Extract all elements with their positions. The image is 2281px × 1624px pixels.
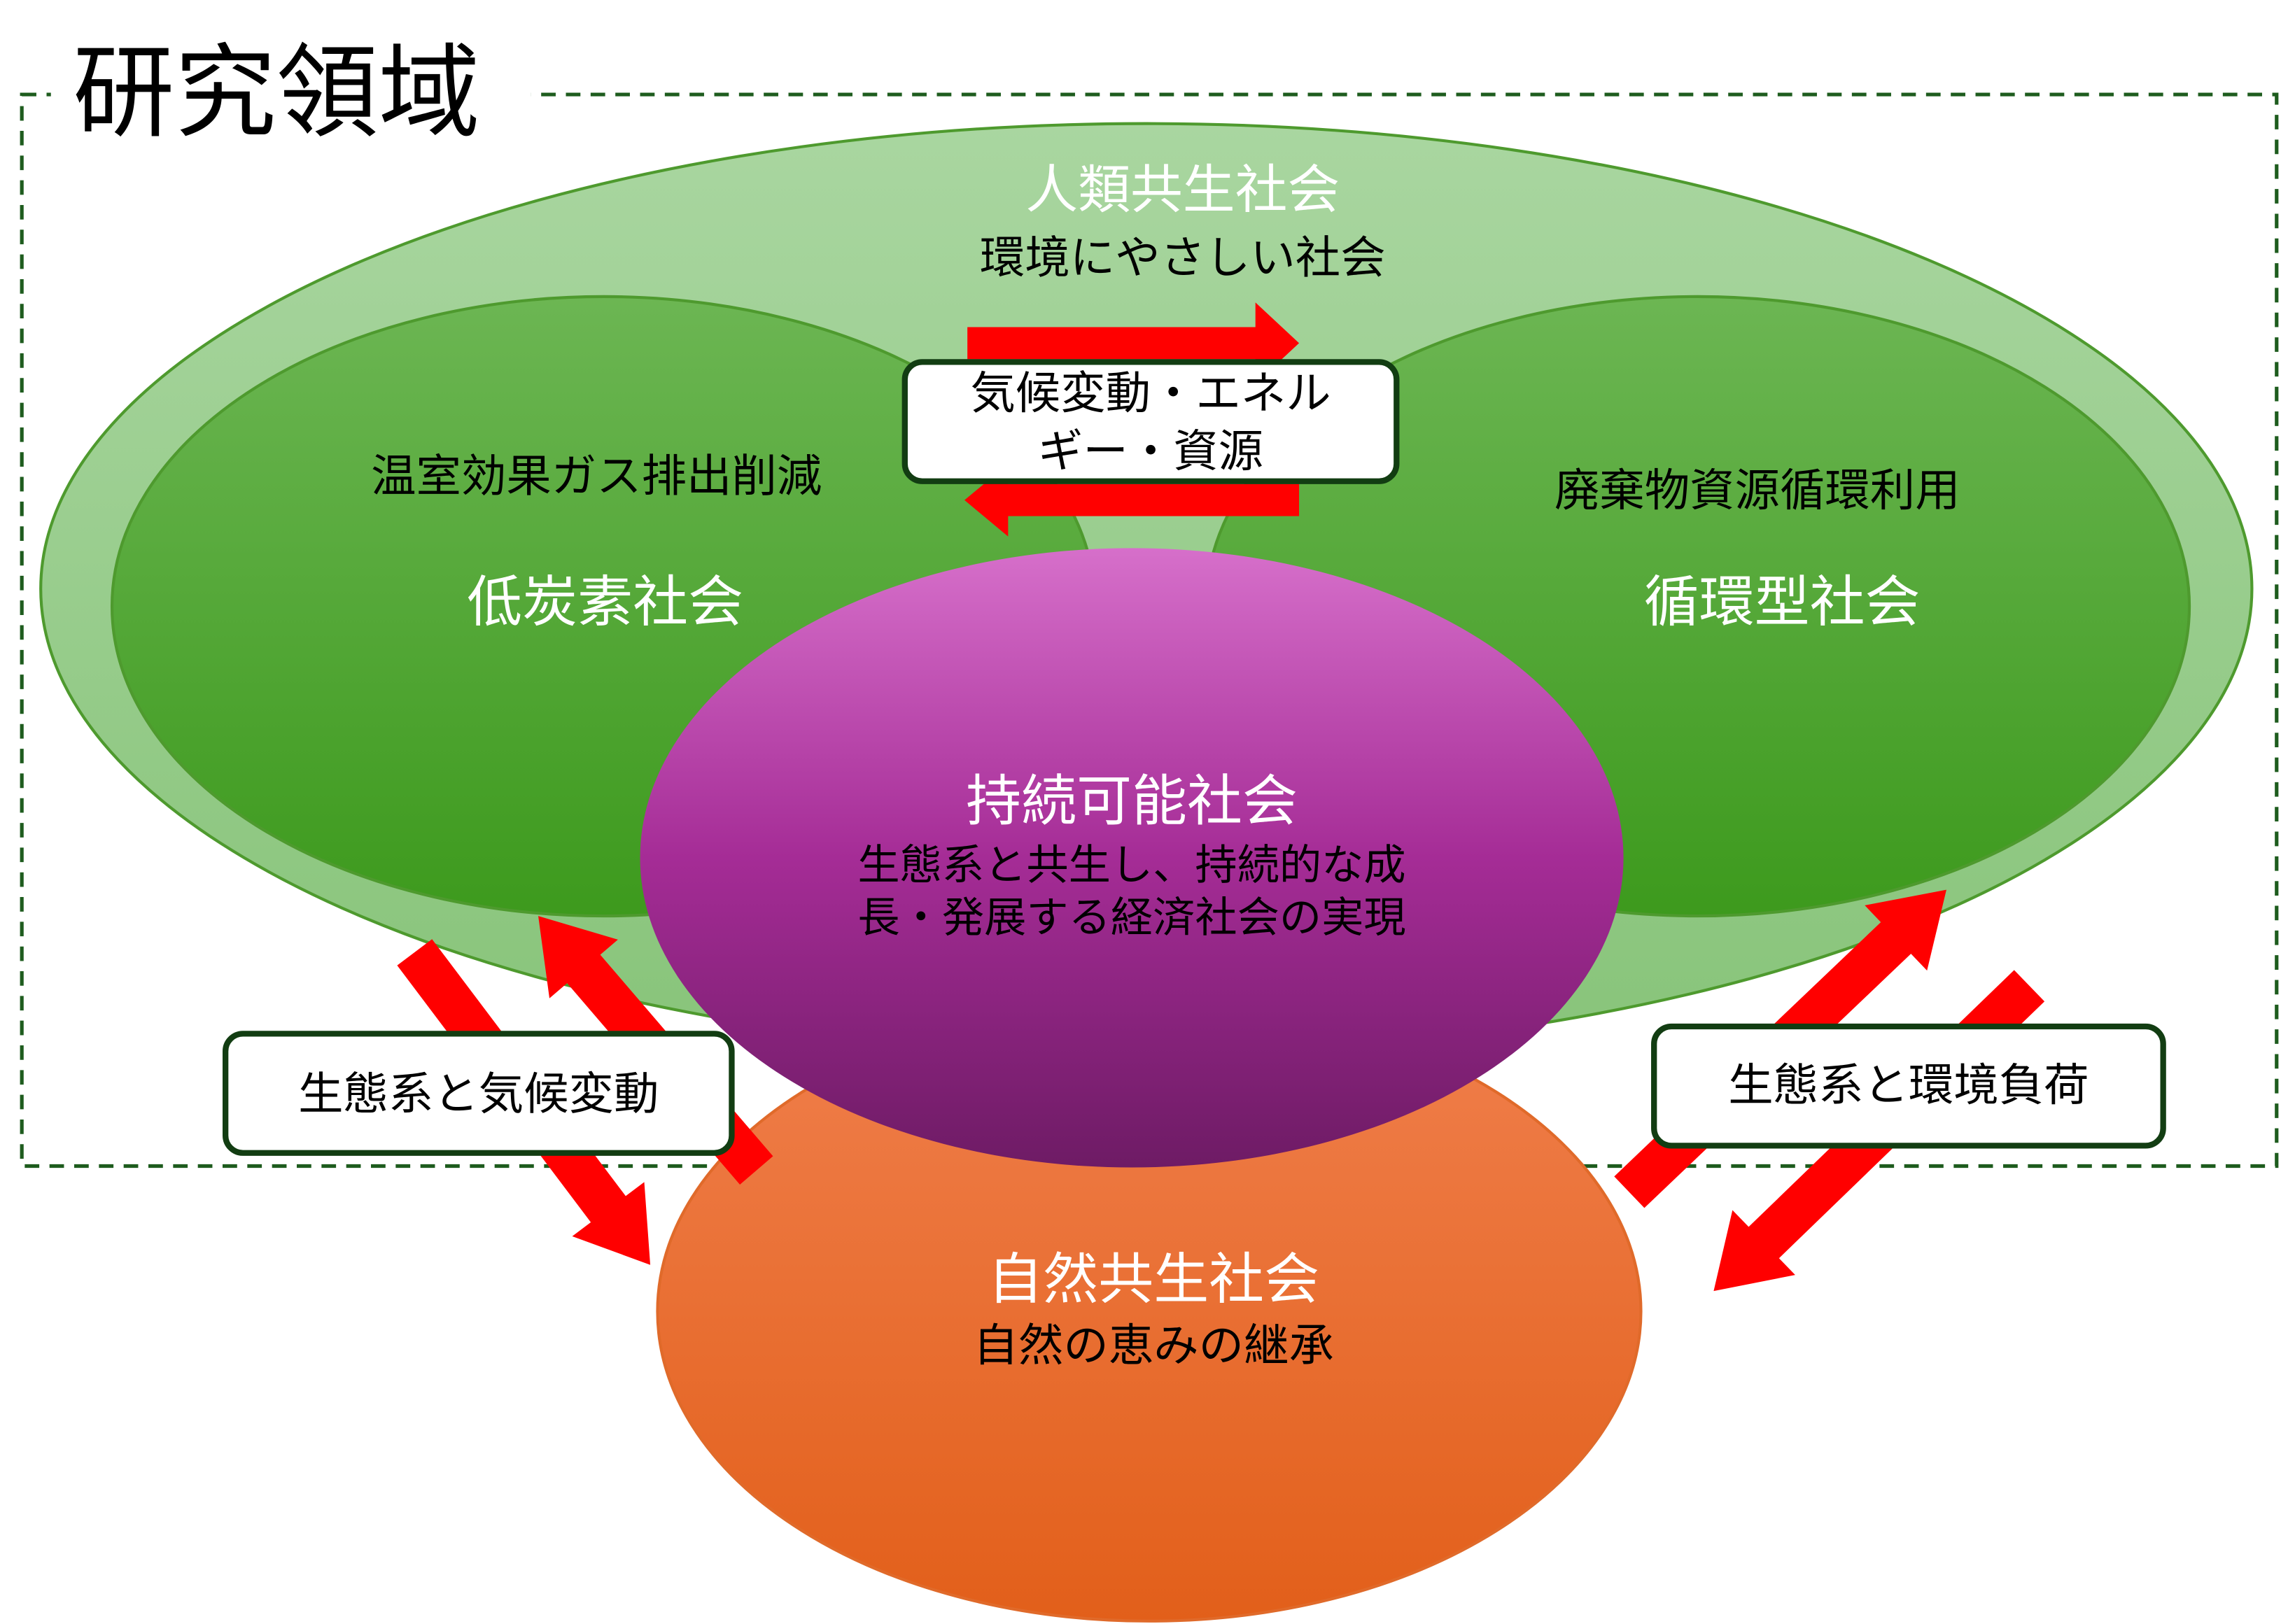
eco-load-label: 生態系と環境負荷 (1728, 1059, 2089, 1112)
sustainable-line-2: 長・発展する経済社会の実現 (857, 894, 1405, 942)
arrow-right-top-icon (967, 302, 1300, 384)
climate-energy-label-box: 気候変動・エネル ギー・資源 (901, 359, 1400, 484)
climate-energy-line-2: ギー・資源 (1038, 425, 1263, 478)
low-carbon-title: 低炭素社会 (467, 570, 743, 634)
sustainable-title: 持続可能社会 (966, 769, 1298, 833)
sustainable-ellipse (640, 548, 1624, 1168)
eco-climate-label: 生態系と気候変動 (298, 1068, 659, 1120)
research-domain-title: 研究領域 (73, 34, 480, 153)
eco-climate-label-box: 生態系と気候変動 (223, 1031, 735, 1156)
sustainable-line-1: 生態系と共生し、持続的な成 (857, 841, 1405, 890)
nature-subtitle: 自然の恵みの継承 (974, 1320, 1334, 1372)
recycling-theme: 廃棄物資源循環利用 (1554, 465, 1960, 517)
climate-energy-line-1: 気候変動・エネル (970, 367, 1331, 420)
nature-title: 自然共生社会 (988, 1248, 1319, 1312)
human-society-subtitle: 環境にやさしい社会 (980, 232, 1386, 285)
arrow-left-top-icon (964, 463, 1300, 537)
low-carbon-theme: 温室効果ガス排出削減 (371, 450, 822, 502)
eco-load-label-box: 生態系と環境負荷 (1651, 1023, 2166, 1149)
recycling-title: 循環型社会 (1644, 570, 1921, 634)
human-society-title: 人類共生社会 (1025, 160, 1340, 220)
